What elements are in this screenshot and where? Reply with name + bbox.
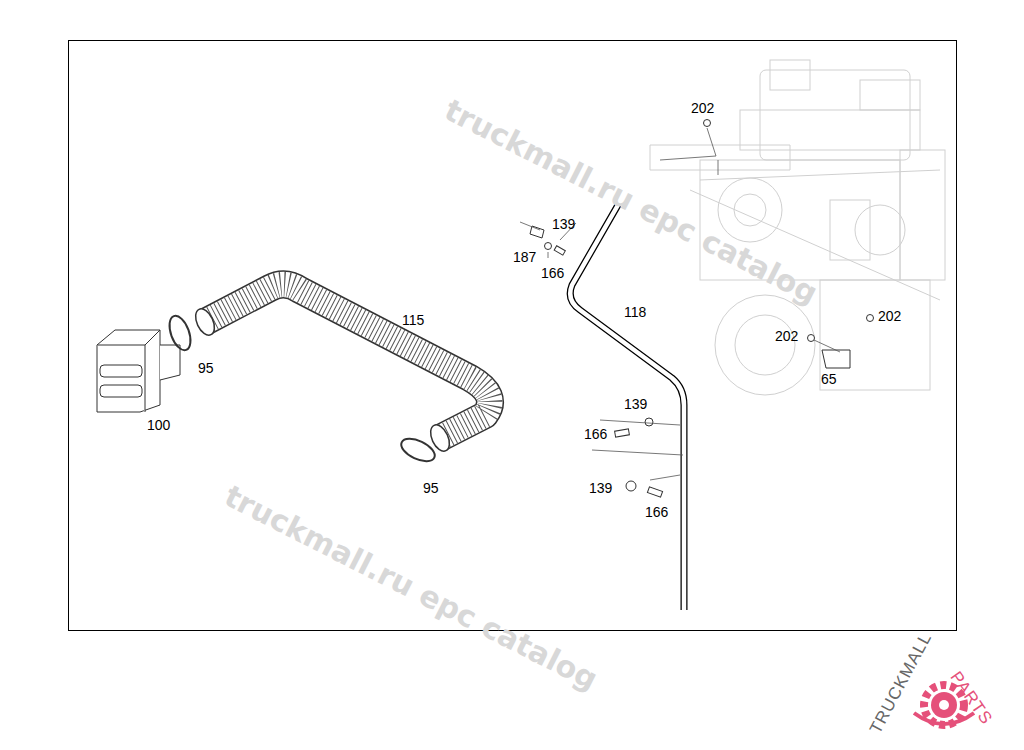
callout-number: 166 <box>541 265 564 281</box>
callout-number: 118 <box>624 304 646 320</box>
callout-number: 139 <box>552 216 575 232</box>
callout-number: 95 <box>198 360 214 376</box>
callout-number: 202 <box>878 308 901 324</box>
watermark: truckmall.ru epc catalog <box>219 478 603 697</box>
callout-number: 65 <box>821 371 837 387</box>
callout-number: 100 <box>147 417 170 433</box>
callout-number: 95 <box>423 480 439 496</box>
callout-number: 115 <box>402 312 424 328</box>
callout-number: 139 <box>624 396 647 412</box>
callout-number: 139 <box>589 480 612 496</box>
callout-number: 202 <box>775 328 798 344</box>
callout-number: 166 <box>584 426 607 442</box>
callout-number: 187 <box>513 249 536 265</box>
callout-number: 166 <box>645 504 668 520</box>
watermark: truckmall.ru epc catalog <box>439 92 823 311</box>
callout-number: 202 <box>691 100 714 116</box>
